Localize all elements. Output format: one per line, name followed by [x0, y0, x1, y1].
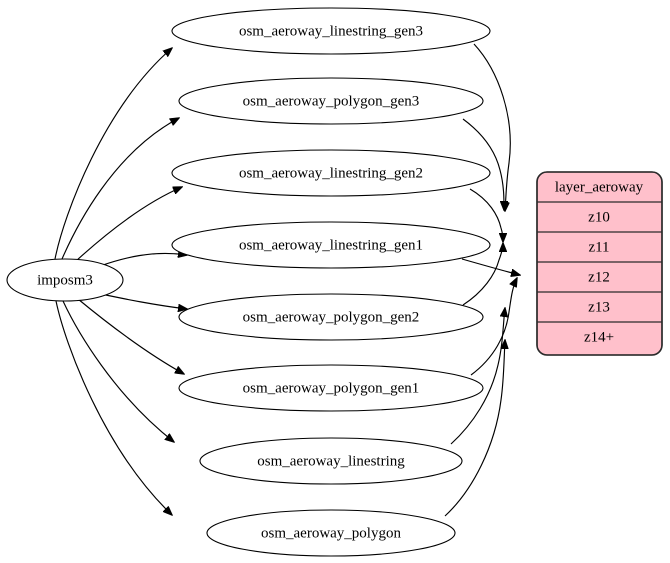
edge-imposm3-to-linestring [62, 300, 174, 442]
edge-polygon-gen3-to-z10 [462, 118, 504, 210]
node-osm-aeroway-polygon-gen1[interactable]: osm_aeroway_polygon_gen1 [178, 364, 484, 412]
imposm3-label: imposm3 [37, 272, 93, 288]
edge-polygon-to-z14plus [444, 340, 505, 517]
node-label: osm_aeroway_linestring_gen3 [239, 23, 423, 39]
layer-row-z10-label: z10 [588, 209, 610, 225]
layer-row-z12-label: z12 [588, 269, 610, 285]
edge-imposm3-to-polygon [55, 300, 172, 515]
imposm3-ellipse-shape [6, 258, 124, 302]
node-label: osm_aeroway_polygon_gen1 [243, 380, 420, 396]
edge-imposm3-to-polygon-gen3 [61, 118, 179, 260]
node-osm-aeroway-polygon-gen2[interactable]: osm_aeroway_polygon_gen2 [178, 293, 484, 341]
edge-polygon-gen1-to-z12 [470, 278, 517, 376]
ellipse-shape [178, 77, 484, 125]
edge-imposm3-to-linestring-gen3 [54, 48, 172, 260]
node-osm-aeroway-polygon[interactable]: osm_aeroway_polygon [206, 509, 456, 557]
layer-row-z14plus-label: z14+ [584, 329, 614, 345]
layer-aeroway-body [536, 171, 663, 356]
edge-linestring-gen2-to-z11 [469, 188, 503, 242]
ellipse-shape [171, 7, 491, 55]
edge-group-tables-to-layer [444, 43, 520, 517]
edge-imposm3-to-polygon-gen1 [77, 298, 184, 374]
edge-linestring-to-z13 [450, 308, 505, 445]
edge-imposm3-to-linestring-gen2 [75, 187, 182, 262]
ellipse-shape [178, 293, 484, 341]
ellipse-shape [178, 364, 484, 412]
edge-polygon-gen2-to-z11 [462, 243, 503, 306]
node-osm-aeroway-linestring-gen2[interactable]: osm_aeroway_linestring_gen2 [171, 149, 491, 197]
node-osm-aeroway-linestring-gen3[interactable]: osm_aeroway_linestring_gen3 [171, 7, 491, 55]
layer-aeroway-outline [536, 171, 663, 356]
ellipse-shape [171, 149, 491, 197]
edge-imposm3-to-linestring-gen1 [99, 253, 187, 267]
ellipse-shape [199, 437, 463, 485]
node-imposm3[interactable]: imposm3 [6, 258, 124, 302]
node-label: osm_aeroway_polygon_gen3 [243, 93, 420, 109]
ellipse-shape [171, 221, 491, 269]
node-label: osm_aeroway_polygon [261, 525, 401, 541]
node-label: osm_aeroway_polygon_gen2 [243, 309, 420, 325]
edge-linestring-gen1-to-z12 [461, 258, 520, 275]
node-label: osm_aeroway_linestring_gen1 [239, 237, 423, 253]
edge-imposm3-to-polygon-gen2 [100, 293, 187, 309]
edge-linestring-gen3-to-z10 [473, 43, 511, 211]
node-label: osm_aeroway_linestring [257, 453, 405, 469]
node-label: osm_aeroway_linestring_gen2 [239, 165, 423, 181]
node-osm-aeroway-polygon-gen3[interactable]: osm_aeroway_polygon_gen3 [178, 77, 484, 125]
node-osm-aeroway-linestring[interactable]: osm_aeroway_linestring [199, 437, 463, 485]
layer-aeroway-header-label: layer_aeroway [555, 179, 644, 195]
node-layer-aeroway[interactable]: layer_aeroway z10 z11 z12 z13 z14+ [536, 171, 663, 356]
layer-row-z11-label: z11 [588, 239, 609, 255]
node-osm-aeroway-linestring-gen1[interactable]: osm_aeroway_linestring_gen1 [171, 221, 491, 269]
edge-group-root-to-tables [54, 48, 187, 515]
ellipse-shape [206, 509, 456, 557]
layer-row-z13-label: z13 [588, 299, 610, 315]
